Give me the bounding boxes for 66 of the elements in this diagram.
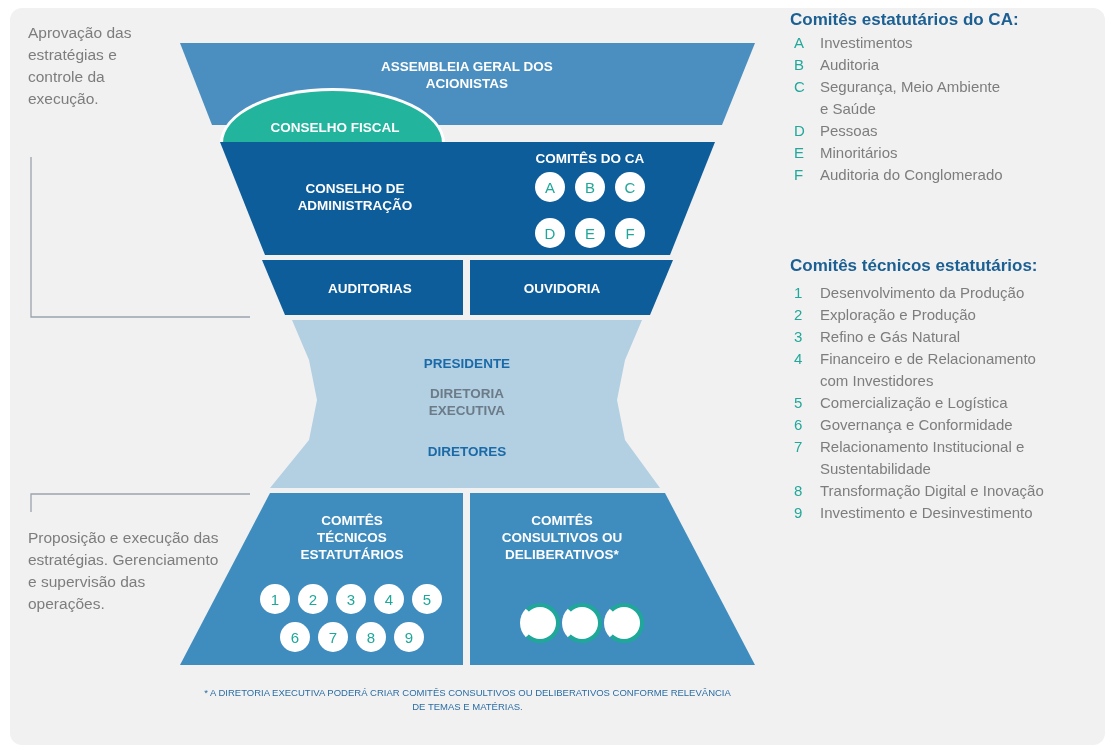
list-marker: F <box>794 165 805 185</box>
footnote: * A DIRETORIA EXECUTIVA PODERÁ CRIAR COMITÊS CONSULTIVOS OU DELIBERATIVOS CONFORME RELEVÂNCIA DE TEMAS E MATÉRIAS. <box>203 686 732 714</box>
band-label: COMITÊS CONSULTIVOS OU DELIBERATIVOS* <box>500 512 624 563</box>
band-label: COMITÊS DO CA <box>534 150 646 167</box>
badge-circle: D <box>535 218 565 248</box>
badge-circle: 4 <box>374 584 404 614</box>
list-marker: 6 <box>794 415 804 435</box>
list-marker: 8 <box>794 481 804 501</box>
list-marker: 5 <box>794 393 804 413</box>
badge-circle: C <box>615 172 645 202</box>
band-label: ASSEMBLEIA GERAL DOS ACIONISTAS <box>380 58 554 92</box>
list-marker: C <box>794 77 806 97</box>
band-label: AUDITORIAS <box>327 280 413 297</box>
list-marker: A <box>794 33 805 53</box>
list-item: Auditoria do Conglomerado <box>820 165 1004 185</box>
badge-circle: F <box>615 218 645 248</box>
band-label: COMITÊS TÉCNICOS ESTATUTÁRIOS <box>299 512 405 563</box>
list-heading: Comitês técnicos estatutários: <box>790 256 1039 276</box>
list-item: Governança e Conformidade <box>820 415 1014 435</box>
badge-circle: E <box>575 218 605 248</box>
list-item: Desenvolvimento da Produção <box>820 283 1026 303</box>
badge-circle: B <box>575 172 605 202</box>
band-label: OUVIDORIA <box>522 280 602 297</box>
list-item: Financeiro e de Relacionamento com Investidores <box>820 349 1037 391</box>
list-marker: 9 <box>794 503 804 523</box>
list-item: Pessoas <box>820 121 879 141</box>
list-item: Investimentos <box>820 33 914 53</box>
list-item: Transformação Digital e Inovação <box>820 481 1045 501</box>
list-heading: Comitês estatutários do CA: <box>790 10 1020 30</box>
band-label: CONSELHO FISCAL <box>269 119 401 136</box>
list-marker: 2 <box>794 305 804 325</box>
list-item: Exploração e Produção <box>820 305 977 325</box>
list-marker: 1 <box>794 283 804 303</box>
band-segment <box>262 260 463 315</box>
list-item: Refino e Gás Natural <box>820 327 962 347</box>
side-note: Proposição e execução das estratégias. Gerenciamento e supervisão das operações. <box>28 528 220 614</box>
badge-circle: 7 <box>318 622 348 652</box>
list-marker: 4 <box>794 349 804 369</box>
circle-shape <box>520 603 560 643</box>
side-note: Aprovação das estratégias e controle da execução. <box>28 23 133 109</box>
band-label: PRESIDENTE <box>422 355 512 372</box>
circle-shape <box>562 603 602 643</box>
badge-circle: 6 <box>280 622 310 652</box>
badge-circle: 9 <box>394 622 424 652</box>
list-marker: B <box>794 55 805 75</box>
list-item: Relacionamento Institucional e Sustentabilidade <box>820 437 1026 479</box>
list-marker: 7 <box>794 437 804 457</box>
list-item: Comercialização e Logística <box>820 393 1009 413</box>
badge-circle: A <box>535 172 565 202</box>
band-label: DIRETORIA EXECUTIVA <box>427 385 507 419</box>
list-item: Minoritários <box>820 143 899 163</box>
list-marker: D <box>794 121 806 141</box>
band-label: DIRETORES <box>426 443 508 460</box>
band-segment <box>470 260 673 315</box>
list-item: Segurança, Meio Ambiente e Saúde <box>820 77 1002 119</box>
band-label: CONSELHO DE ADMINISTRAÇÃO <box>296 180 414 214</box>
list-marker: 3 <box>794 327 804 347</box>
list-item: Auditoria <box>820 55 881 75</box>
list-item: Investimento e Desinvestimento <box>820 503 1034 523</box>
badge-circle: 2 <box>298 584 328 614</box>
badge-circle: 5 <box>412 584 442 614</box>
list-marker: E <box>794 143 805 163</box>
badge-circle: 8 <box>356 622 386 652</box>
badge-circle: 1 <box>260 584 290 614</box>
circle-shape <box>604 603 644 643</box>
badge-circle: 3 <box>336 584 366 614</box>
